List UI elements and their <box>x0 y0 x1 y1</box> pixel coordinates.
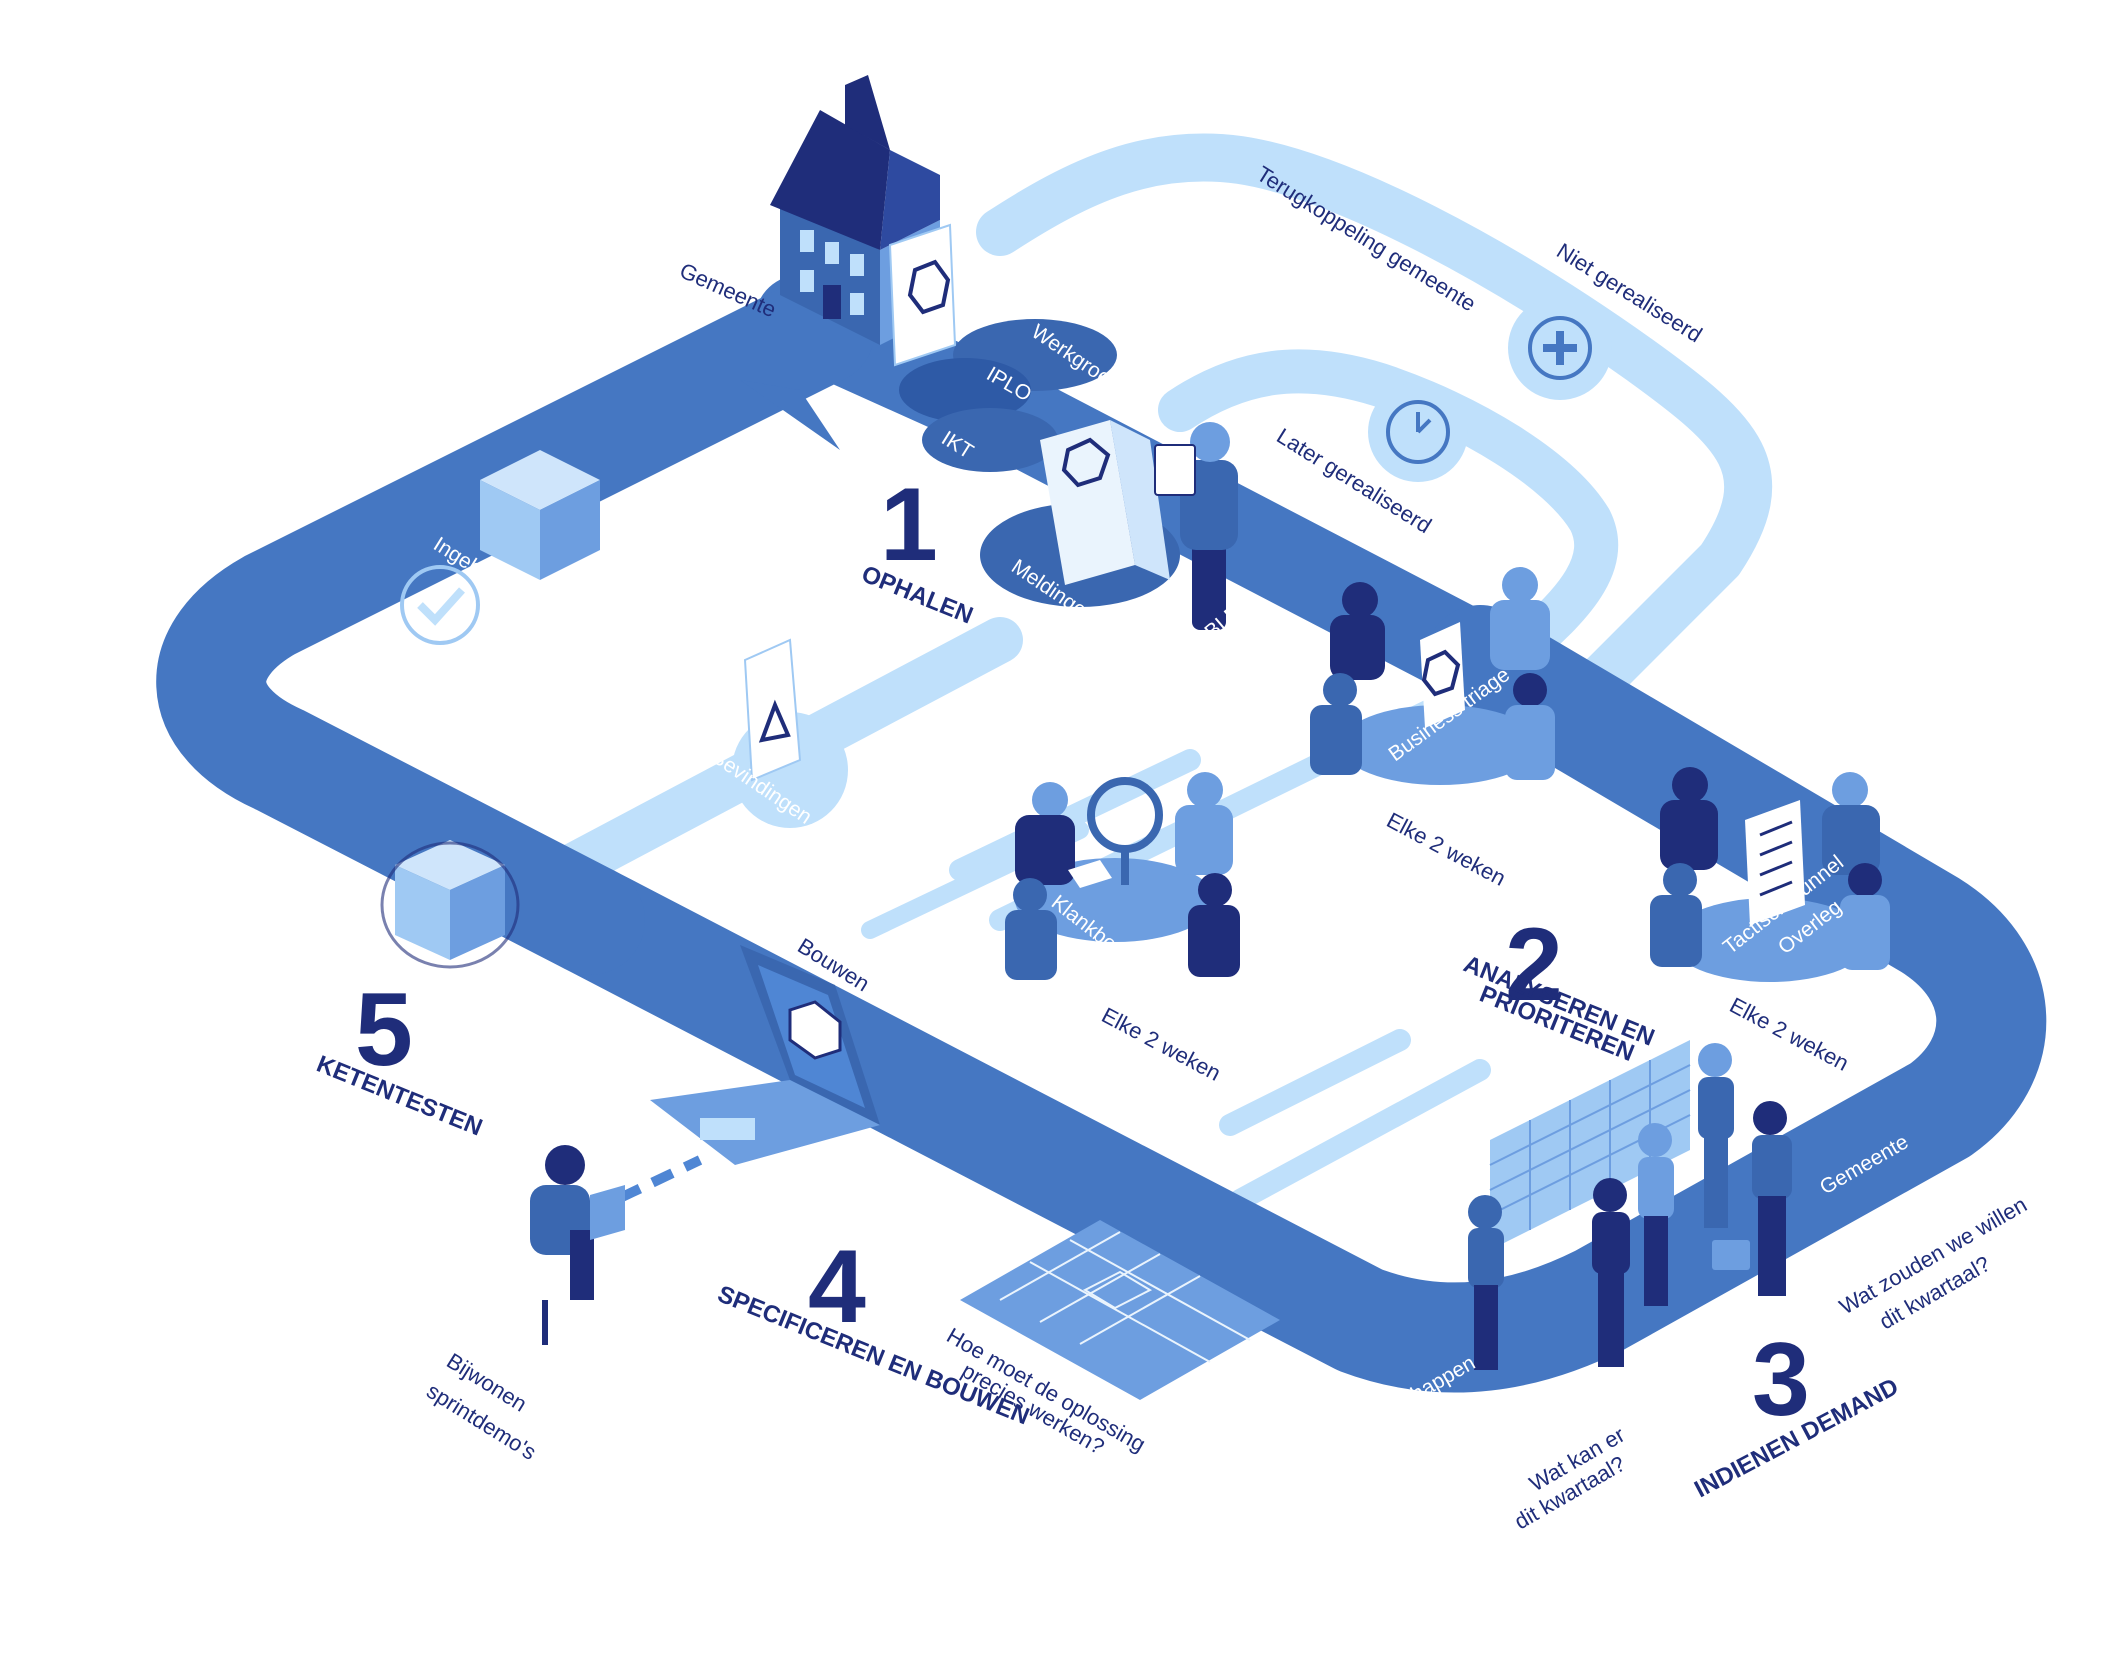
triangle-icon <box>758 699 791 743</box>
step-3-number: 3 <box>1752 1322 1810 1438</box>
laptop <box>650 945 880 1165</box>
path-left-loop <box>156 275 875 975</box>
path-arrow-tip <box>740 380 840 450</box>
cube-ingebruikname <box>480 450 600 580</box>
grid-line-3 <box>1229 1059 1491 1211</box>
step-1-number: 1 <box>880 467 938 583</box>
triangle-document <box>743 638 802 782</box>
demo-link <box>617 1155 703 1203</box>
step-5-number: 5 <box>355 972 413 1088</box>
hexagon-icon <box>907 259 951 315</box>
stakeholders-group <box>1468 1043 1792 1370</box>
label-rijk: Rijk <box>1671 1327 1713 1365</box>
ophalen-sources <box>899 319 1117 472</box>
plus-icon <box>1528 316 1592 380</box>
label-gemeente-top: Gemeente <box>676 258 780 323</box>
hexagon-icon <box>1421 649 1461 697</box>
blueprint-scroll <box>960 1220 1280 1400</box>
planning-board <box>1489 1040 1691 1250</box>
loop-terugkoppeling <box>976 133 1773 744</box>
grid-line-1 <box>949 749 1201 881</box>
cube-icon <box>788 1000 842 1060</box>
step-4-number: 4 <box>808 1229 866 1345</box>
meldingen-stack <box>980 420 1180 607</box>
path-right-segment <box>535 605 2047 1393</box>
business-triage-meeting <box>1310 567 1555 785</box>
document-hexagon <box>888 223 957 367</box>
person-blm <box>1154 422 1238 630</box>
clock-icon <box>1386 400 1450 464</box>
step-2-number: 2 <box>1505 907 1563 1023</box>
cube-ketentesten <box>380 840 520 969</box>
check-icon <box>400 565 480 645</box>
klankbordgroep-meeting <box>1005 772 1240 980</box>
grid-line-4 <box>1219 1029 1411 1136</box>
tactisch-funnel-meeting <box>1650 767 1890 982</box>
loop-later <box>1158 349 1619 672</box>
person-demo-viewer <box>530 1145 625 1345</box>
hexagon-icon <box>1061 437 1111 488</box>
